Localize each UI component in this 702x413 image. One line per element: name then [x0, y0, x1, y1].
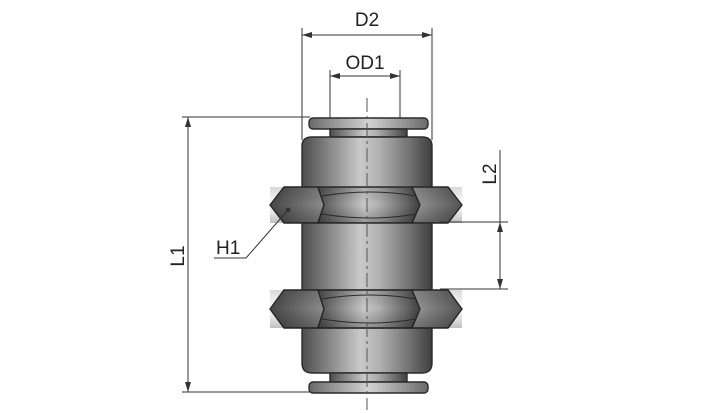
- top-hex-nut: [269, 186, 463, 224]
- top-collet-neck: [329, 128, 408, 138]
- od1-label: OD1: [345, 53, 384, 74]
- bottom-hex-nut: [269, 289, 463, 329]
- bottom-collet-ring: [308, 381, 429, 394]
- d2-dimension: [301, 28, 433, 140]
- l2-dimension: [440, 150, 508, 290]
- top-body-barrel: [301, 136, 433, 189]
- h1-leader: [214, 207, 291, 259]
- l1-dimension: [182, 116, 310, 393]
- bottom-collet-neck: [329, 372, 408, 383]
- top-collet-ring: [308, 117, 429, 130]
- d2-label: D2: [355, 10, 379, 31]
- od1-dimension: [329, 70, 401, 118]
- h1-label: H1: [216, 238, 240, 259]
- l2-label: L2: [480, 163, 501, 184]
- l1-label: L1: [168, 245, 189, 266]
